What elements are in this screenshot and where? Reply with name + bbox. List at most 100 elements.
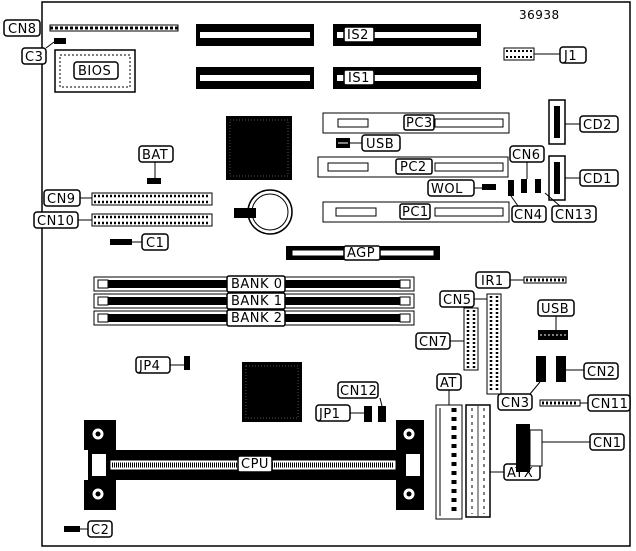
cn2-tag: CN2 — [566, 362, 619, 380]
c1-jumper — [110, 239, 132, 245]
svg-text:CD1: CD1 — [583, 172, 612, 187]
svg-text:BAT: BAT — [142, 148, 168, 163]
svg-text:C3: C3 — [25, 50, 43, 65]
svg-text:PC3: PC3 — [406, 116, 433, 131]
chipset-south-grid — [245, 365, 299, 419]
svg-text:CN6: CN6 — [512, 148, 541, 163]
cn10-tag: CN10 — [33, 211, 92, 229]
svg-text:AGP: AGP — [347, 246, 375, 261]
cn2-header — [556, 356, 566, 382]
cn3-tag: CN3 — [497, 381, 541, 411]
svg-text:JP1: JP1 — [318, 407, 340, 422]
svg-text:CN7: CN7 — [419, 335, 448, 350]
is1-slot-inner — [337, 75, 477, 81]
jp1-jumper — [364, 406, 372, 422]
svg-text:CN11: CN11 — [591, 397, 628, 412]
cn6-header-a — [521, 179, 527, 193]
svg-text:IS2: IS2 — [347, 28, 369, 43]
bat-jumper — [147, 178, 161, 184]
pc1-slot: PC1 — [322, 201, 510, 223]
jp4-tag: JP4 — [135, 356, 184, 374]
svg-text:IS1: IS1 — [348, 71, 370, 86]
svg-text:CN5: CN5 — [443, 293, 472, 308]
j1-connector — [503, 47, 535, 61]
c1-tag: C1 — [132, 233, 169, 251]
svg-text:PC1: PC1 — [402, 205, 429, 220]
cn4-header — [508, 180, 514, 196]
svg-text:CN13: CN13 — [555, 208, 592, 223]
cn6-header-b — [535, 179, 541, 193]
cn9-tag: CN9 — [43, 189, 92, 207]
c2-jumper — [64, 526, 80, 532]
usb-mid-tag: USB — [537, 299, 575, 330]
chipset-north — [226, 116, 292, 180]
cn5-tag: CN5 — [439, 290, 487, 308]
svg-text:CN2: CN2 — [587, 365, 616, 380]
at-tag: AT — [436, 373, 462, 405]
svg-text:C1: C1 — [146, 236, 164, 251]
c2-tag: C2 — [80, 520, 113, 538]
svg-text:CN3: CN3 — [501, 396, 530, 411]
bios-chip: BIOS — [54, 49, 136, 93]
cn7-tag: CN7 — [415, 332, 464, 350]
cn4-tag: CN4 — [510, 195, 547, 223]
is1-tag: IS1 — [343, 69, 375, 86]
j1-tag: J1 — [534, 46, 587, 64]
ir1-tag: IR1 — [475, 271, 524, 289]
is2-slot-left-inner — [200, 32, 310, 38]
chipset-south — [242, 362, 302, 422]
usb-top-tag: USB — [350, 134, 401, 152]
memory-bank-1: BANK 1 — [93, 292, 415, 310]
svg-text:C2: C2 — [91, 523, 109, 538]
svg-text:CN1: CN1 — [593, 436, 622, 451]
svg-text:BIOS: BIOS — [78, 64, 111, 79]
svg-text:CPU: CPU — [241, 457, 269, 472]
ir1-header — [523, 276, 567, 284]
svg-text:PC2: PC2 — [400, 160, 427, 175]
cd2-connector — [548, 99, 566, 145]
cn11-tag: CN11 — [580, 394, 631, 412]
svg-text:WOL: WOL — [431, 182, 463, 197]
cn9-header — [91, 192, 213, 206]
pc2-slot: PC2 — [317, 156, 509, 178]
pc3-slot: PC3 — [322, 112, 510, 134]
cn13-tag: CN13 — [544, 192, 597, 223]
cn8-tag: CN8 — [3, 19, 41, 37]
cn6-tag: CN6 — [509, 145, 545, 163]
cn10-header — [91, 213, 213, 227]
cn3-header — [536, 356, 546, 382]
is1-slot-left-inner — [200, 75, 310, 81]
cn7-header — [463, 307, 479, 371]
bat-tag: BAT — [138, 145, 174, 178]
svg-text:CN8: CN8 — [8, 22, 37, 37]
svg-text:CN12: CN12 — [340, 384, 377, 399]
cn8-header — [49, 24, 179, 32]
svg-text:USB: USB — [541, 302, 569, 317]
svg-text:JP4: JP4 — [138, 359, 160, 374]
battery — [234, 189, 293, 235]
usb-top-connector — [336, 138, 350, 148]
cd1-connector — [548, 155, 566, 201]
svg-text:J1: J1 — [563, 49, 577, 64]
wol-tag: WOL — [427, 179, 482, 197]
memory-bank-0: BANK 0 — [93, 275, 415, 293]
figure-id: 36938 — [519, 8, 560, 22]
atx-power-connector — [465, 404, 491, 518]
cd1-tag: CD1 — [565, 169, 619, 187]
jp1-tag: JP1 — [315, 404, 364, 422]
svg-text:CN9: CN9 — [47, 192, 76, 207]
memory-bank-2: BANK 2 — [93, 309, 415, 327]
cn12-tag: CN12 — [337, 381, 383, 407]
svg-text:AT: AT — [440, 376, 457, 391]
c3-jumper — [54, 38, 66, 44]
cpu-slot: CPU — [84, 420, 424, 510]
agp-slot: AGP — [286, 245, 440, 261]
is2-slot-inner — [337, 32, 477, 38]
at-power-connector — [435, 404, 463, 520]
cn12-header — [378, 406, 386, 422]
jp4-jumper — [184, 356, 190, 370]
svg-text:CD2: CD2 — [583, 118, 612, 133]
is2-tag: IS2 — [343, 26, 375, 43]
cd2-tag: CD2 — [565, 115, 619, 133]
